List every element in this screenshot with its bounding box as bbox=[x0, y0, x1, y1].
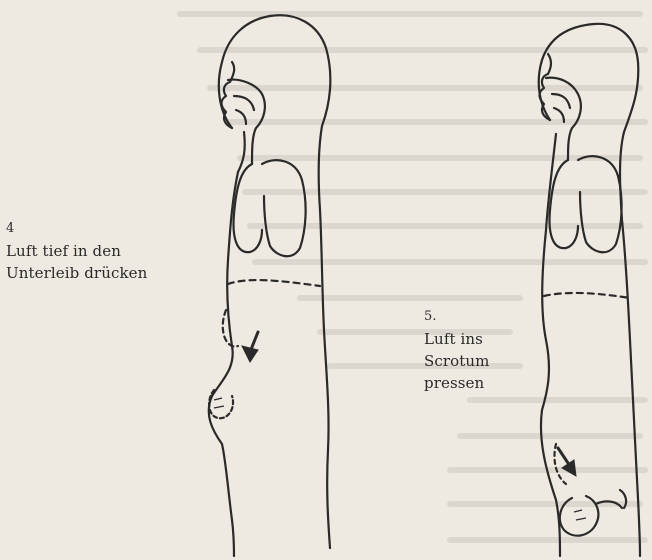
figure-5-arrow bbox=[558, 448, 576, 476]
figure-5-caption: 5. Luft ins Scrotum pressen bbox=[424, 306, 554, 394]
figure-4-caption-line-1: Luft tief in den bbox=[6, 240, 236, 262]
figure-5-scrotum bbox=[560, 496, 599, 536]
figure-5-body-outline bbox=[539, 24, 640, 556]
figure-4-caption-line-2: Unterleib drücken bbox=[6, 262, 236, 284]
figure-5-number: 5. bbox=[424, 306, 554, 328]
figure-5-diaphragm bbox=[544, 293, 630, 298]
figure-4-number: 4 bbox=[6, 218, 236, 240]
figure-5-caption-line-2: Scrotum bbox=[424, 350, 554, 372]
figure-5-caption-line-3: pressen bbox=[424, 372, 554, 394]
figure-4-caption: 4 Luft tief in den Unterleib drücken bbox=[6, 218, 236, 284]
figure-5-caption-line-1: Luft ins bbox=[424, 328, 554, 350]
figure-5-lungs bbox=[550, 160, 578, 248]
